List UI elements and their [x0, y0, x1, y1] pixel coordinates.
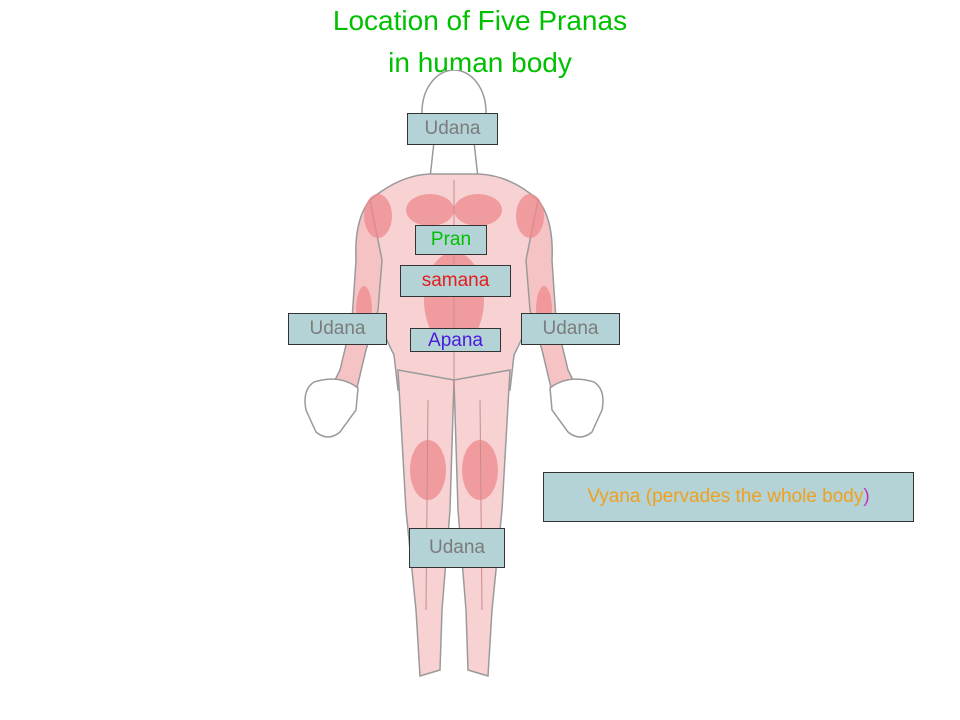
chest-muscle-right [454, 194, 502, 226]
right-leg-shape [453, 369, 511, 677]
pran-label: Pran [415, 225, 487, 255]
udana-left-arm-label: Udana [288, 313, 387, 345]
udana-legs-label: Udana [409, 528, 505, 568]
thigh-muscle-left [410, 440, 446, 500]
thigh-muscle-right [462, 440, 498, 500]
right-hand-shape [549, 378, 604, 438]
shoulder-muscle-left [364, 194, 392, 238]
title-line-1: Location of Five Pranas [332, 5, 628, 36]
apana-label: Apana [410, 328, 501, 352]
neck-shape [429, 141, 479, 179]
title-line-2: in human body [388, 47, 572, 78]
diagram-title: Location of Five Pranas in human body [0, 0, 960, 84]
left-hand-shape [304, 378, 359, 438]
vyana-label-text: Vyana (pervades the whole body [587, 486, 864, 507]
chest-muscle-left [406, 194, 454, 226]
vyana-label-close-paren: ) [863, 486, 870, 507]
human-muscle-anatomy-figure [304, 70, 604, 677]
samana-label: samana [400, 265, 511, 297]
udana-head-label: Udana [407, 113, 498, 145]
vyana-label: Vyana (pervades the whole body) [543, 472, 914, 522]
shoulder-muscle-right [516, 194, 544, 238]
left-arm-shape [328, 198, 383, 393]
left-leg-shape [397, 369, 455, 677]
udana-right-arm-label: Udana [521, 313, 620, 345]
right-arm-shape [525, 198, 580, 393]
